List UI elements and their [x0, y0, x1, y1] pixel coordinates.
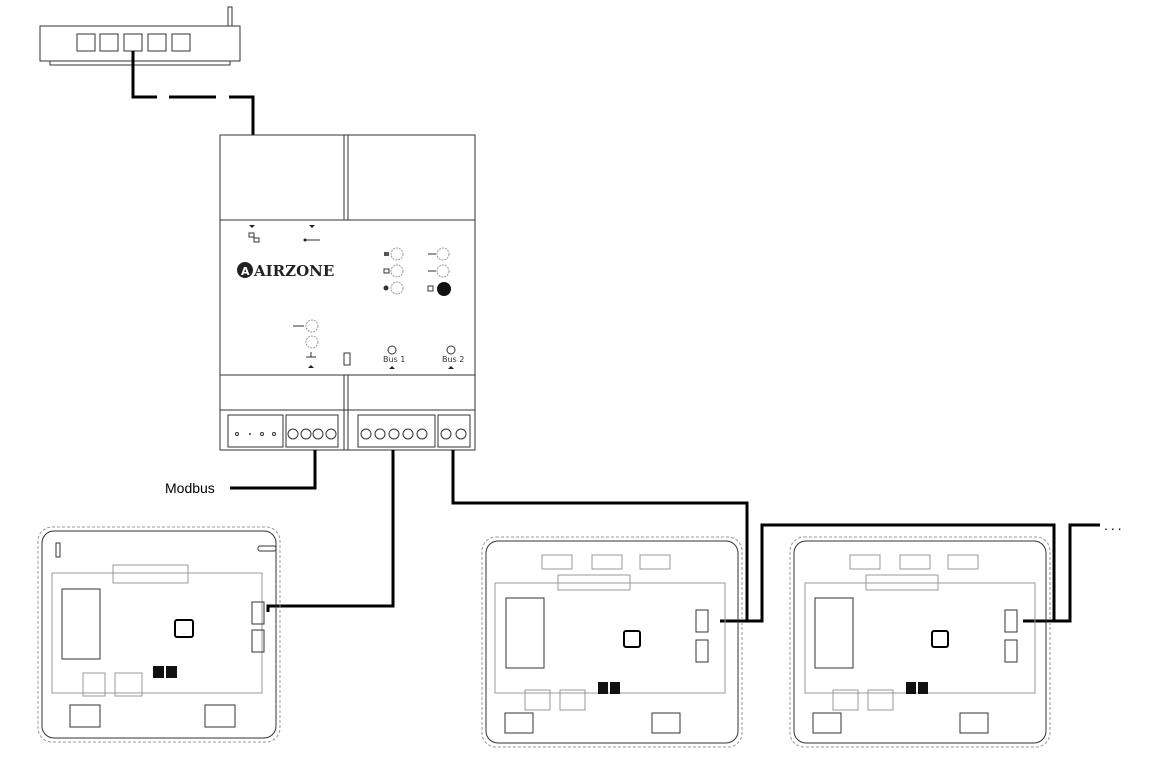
- router: [39, 6, 241, 66]
- status-leds: [293, 247, 451, 349]
- usb-port-icon: [303, 225, 320, 242]
- zone-board-1: [37, 526, 281, 743]
- bus2-port: Bus 2: [442, 345, 464, 369]
- ethernet-cable: [131, 51, 255, 135]
- bus1-wire: [266, 450, 395, 612]
- ethernet-port-icon: [248, 225, 260, 243]
- bus1-port: Bus 1: [383, 345, 405, 369]
- airzone-logo: A AIRZONE: [237, 262, 334, 280]
- zone-board-2: [481, 536, 743, 748]
- svg-text:A: A: [241, 265, 250, 278]
- modbus-label: Modbus: [165, 480, 215, 496]
- bus2-wire-2: [747, 523, 1056, 623]
- zone-board-3: [789, 536, 1051, 748]
- router-ports: [76, 33, 191, 52]
- bus1-label: Bus 1: [383, 355, 405, 364]
- bus2-label: Bus 2: [442, 355, 464, 364]
- continuation-dots: ...: [1104, 517, 1125, 533]
- modbus-wire: [230, 450, 317, 490]
- bus2-wire-1: [451, 450, 749, 623]
- airzone-controller: A AIRZONE Bus 1: [219, 134, 476, 451]
- terminal-blocks: [227, 414, 471, 448]
- modbus-port-icon: [306, 352, 316, 368]
- bus2-wire-3: [1054, 523, 1100, 623]
- brand-name: AIRZONE: [253, 262, 334, 280]
